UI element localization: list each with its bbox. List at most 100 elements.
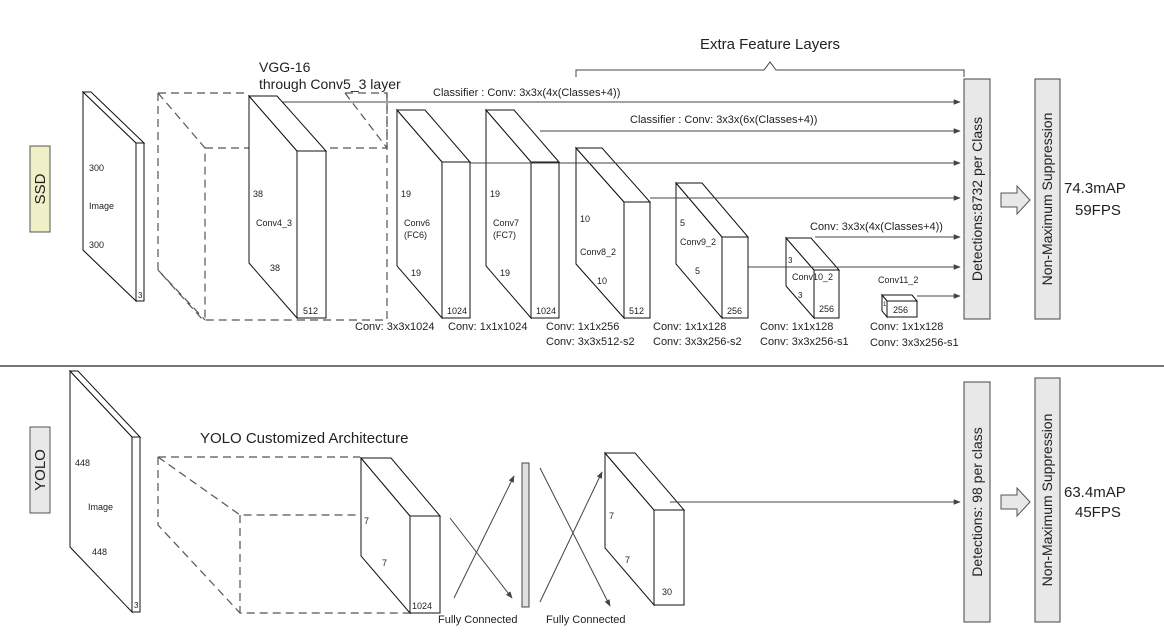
conv6-sublabel: (FC6)	[404, 230, 427, 240]
conv9-op-label-1: Conv: 1x1x128	[653, 321, 726, 333]
conv6-op-label: Conv: 3x3x1024	[355, 321, 435, 333]
fc2-arrow-up	[539, 471, 603, 603]
fc-vector	[521, 462, 530, 608]
conv6-label: Conv6	[404, 218, 430, 228]
yolo-section: YOLO 448 Image 448 3 YOLO Customized Arc…	[29, 369, 1126, 626]
conv7-width: 19	[500, 268, 510, 278]
conv8-2-height: 10	[580, 214, 590, 224]
conv7-sublabel: (FC7)	[493, 230, 516, 240]
yolo-nms-label: Non-Maximum Suppression	[1039, 414, 1055, 587]
ssd-nms-label: Non-Maximum Suppression	[1039, 113, 1055, 286]
yolo-output-channels: 30	[662, 587, 672, 597]
conv11-2-channels: 256	[893, 305, 908, 315]
ssd-conv6-block: 19 Conv6 (FC6) 19 1024	[395, 108, 472, 320]
yolo-fps: 45FPS	[1075, 504, 1121, 521]
ssd-tag: SSD	[32, 173, 49, 204]
conv9-op-label-2: Conv: 3x3x256-s2	[653, 336, 742, 348]
yolo-nms-panel	[1034, 377, 1061, 623]
yolo-block-arrow	[1000, 486, 1031, 518]
conv7-channels: 1024	[536, 306, 556, 316]
classifier-label-2: Classifier : Conv: 3x3x(6x(Classes+4))	[630, 114, 817, 126]
conv8-op-label-2: Conv: 3x3x512-s2	[546, 336, 635, 348]
conv8-2-channels: 512	[629, 306, 644, 316]
conv11-op-label-1: Conv: 1x1x128	[870, 321, 943, 333]
conv4-3-label: Conv4_3	[256, 218, 292, 228]
ssd-vgg-box	[157, 92, 388, 321]
ssd-image-label: Image	[89, 201, 114, 211]
ssd-image-width: 300	[89, 240, 104, 250]
conv4-3-width: 38	[270, 263, 280, 273]
yolo-image-width: 448	[92, 547, 107, 557]
ssd-conv8-2-block: 10 Conv8_2 10 512	[574, 146, 652, 320]
yolo-arch-box	[157, 456, 410, 614]
fc2-label: Fully Connected	[546, 614, 626, 626]
ssd-detections-panel	[963, 78, 991, 320]
conv7-height: 19	[490, 189, 500, 199]
conv6-channels: 1024	[447, 306, 467, 316]
conv10-2-height: 3	[788, 256, 793, 265]
conv9-2-channels: 256	[727, 306, 742, 316]
fc1-arrow-down	[449, 517, 513, 599]
extra-layers-title: Extra Feature Layers	[700, 36, 840, 53]
yolo-feature-width: 7	[382, 558, 387, 568]
yolo-detections-panel	[963, 381, 991, 623]
conv10-op-label-1: Conv: 1x1x128	[760, 321, 833, 333]
yolo-image-channels: 3	[134, 601, 139, 610]
extra-layers-brace	[575, 61, 965, 77]
conv6-height: 19	[401, 189, 411, 199]
ssd-tag-box	[29, 145, 51, 233]
conv9-2-width: 5	[695, 266, 700, 276]
ssd-conv7-block: 19 Conv7 (FC7) 19 1024	[484, 108, 561, 320]
conv9-2-label: Conv9_2	[680, 237, 716, 247]
conv10-2-width: 3	[798, 291, 803, 300]
ssd-map: 74.3mAP	[1064, 180, 1126, 197]
conv8-2-width: 10	[597, 276, 607, 286]
yolo-feature-height: 7	[364, 516, 369, 526]
ssd-fps: 59FPS	[1075, 202, 1121, 219]
ssd-detections-label: Detections:8732 per Class	[969, 117, 985, 281]
ssd-block-arrow	[1000, 184, 1031, 216]
conv9-2-height: 5	[680, 218, 685, 228]
yolo-tag-box	[29, 426, 51, 514]
ssd-input-image: 300 Image 300 3	[81, 90, 146, 303]
conv11-2-height: 1	[883, 302, 887, 308]
conv10-op-label-2: Conv: 3x3x256-s1	[760, 336, 849, 348]
conv10-2-channels: 256	[819, 304, 834, 314]
yolo-image-label: Image	[88, 502, 113, 512]
yolo-feature-block: 7 7 1024	[359, 456, 442, 615]
yolo-detections-label: Detections: 98 per class	[969, 427, 985, 576]
conv11-2-label: Conv11_2	[878, 275, 918, 285]
yolo-input-image: 448 Image 448 3	[68, 369, 142, 614]
conv8-op-label-1: Conv: 1x1x256	[546, 321, 619, 333]
yolo-tag: YOLO	[32, 449, 49, 491]
yolo-image-height: 448	[75, 458, 90, 468]
classifier-label-1: Classifier : Conv: 3x3x(4x(Classes+4))	[433, 87, 620, 99]
yolo-output-height: 7	[609, 511, 614, 521]
conv4-3-channels: 512	[303, 306, 318, 316]
ssd-image-channels: 3	[138, 291, 143, 300]
vgg-title-line2: through Conv5_3 layer	[259, 76, 401, 92]
yolo-output-block: 7 7 30	[603, 451, 686, 607]
ssd-image-height: 300	[89, 163, 104, 173]
ssd-conv11-2-block: Conv11_2 1 256	[878, 275, 918, 319]
yolo-feature-channels: 1024	[412, 601, 432, 611]
fc1-label: Fully Connected	[438, 614, 518, 626]
vgg-title-line1: VGG-16	[259, 59, 311, 75]
conv4-3-height: 38	[253, 189, 263, 199]
conv10-2-label: Conv10_2	[792, 272, 833, 282]
yolo-arch-title: YOLO Customized Architecture	[200, 430, 408, 447]
conv8-2-label: Conv8_2	[580, 247, 616, 257]
yolo-output-width: 7	[625, 555, 630, 565]
conv6-width: 19	[411, 268, 421, 278]
ssd-section: SSD 300 Image 300 3 VGG-16 through Conv5…	[29, 36, 1126, 349]
fc1-arrow-up	[453, 475, 515, 599]
fc2-arrow-down	[539, 467, 611, 607]
conv11-op-label-2: Conv: 3x3x256-s1	[870, 337, 959, 349]
ssd-conv10-2-block: 3 Conv10_2 3 256	[784, 236, 841, 320]
yolo-map: 63.4mAP	[1064, 484, 1126, 501]
conv7-label: Conv7	[493, 218, 519, 228]
conv7-op-label: Conv: 1x1x1024	[448, 321, 528, 333]
ssd-nms-panel	[1034, 78, 1061, 320]
ssd-conv9-2-block: 5 Conv9_2 5 256	[674, 181, 750, 320]
